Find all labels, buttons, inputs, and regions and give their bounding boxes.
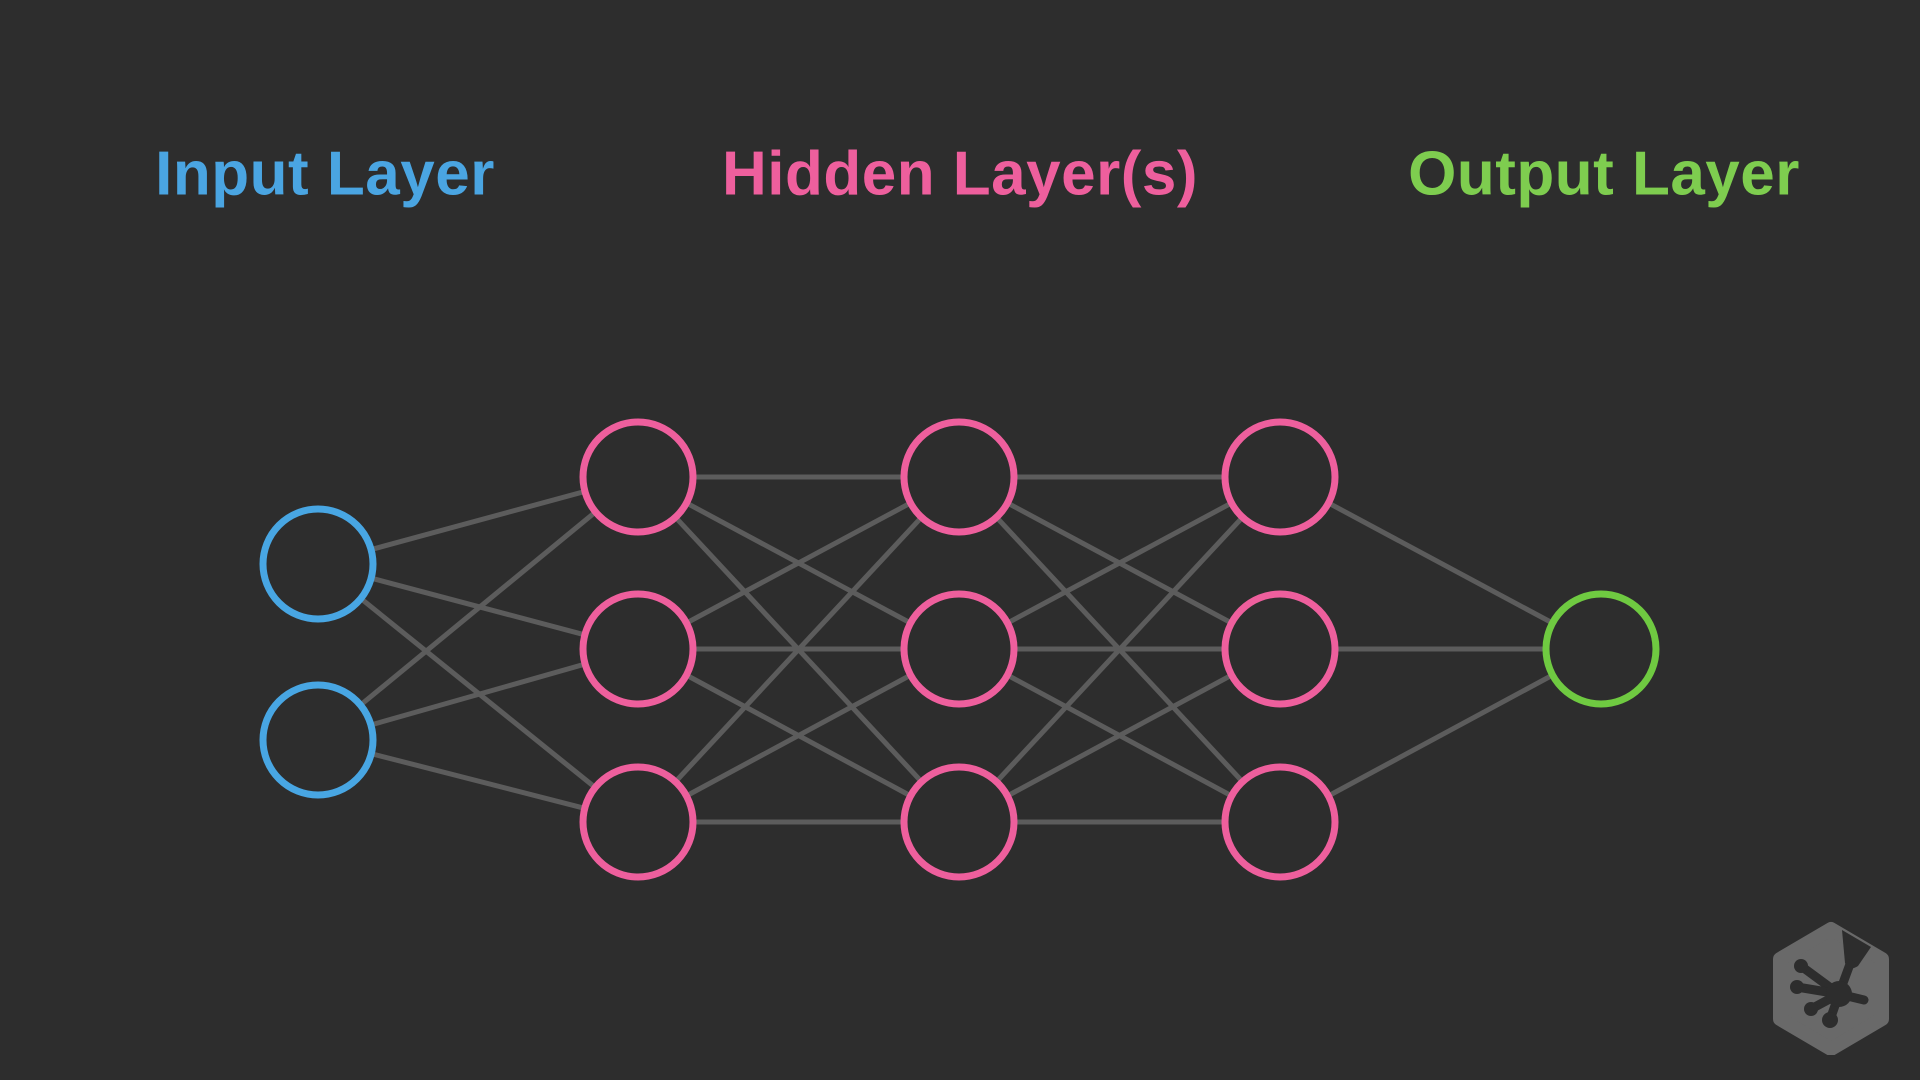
node-input [259, 681, 377, 799]
node-hidden-2 [900, 418, 1018, 536]
node-output [1542, 590, 1660, 708]
node-hidden-3 [1221, 763, 1339, 881]
network-edge [316, 475, 640, 742]
network-edge [957, 474, 1282, 652]
node-hidden-3 [1221, 590, 1339, 708]
node-hidden-2 [900, 590, 1018, 708]
node-hidden-2 [900, 763, 1018, 881]
node-hidden-1 [579, 763, 697, 881]
node-hidden-1 [579, 590, 697, 708]
output-layer-label: Output Layer [1408, 139, 1800, 209]
node-hidden-3 [1221, 418, 1339, 536]
network-edge [957, 646, 1282, 825]
node-input [259, 505, 377, 623]
frog-foot-icon [1790, 930, 1871, 1028]
input-layer-label: Input Layer [155, 139, 495, 209]
hidden-layer-label: Hidden Layer(s) [721, 139, 1199, 209]
network-edge [636, 474, 961, 652]
network-edge [636, 646, 961, 825]
network-edge [957, 475, 1282, 824]
network-edge [1278, 646, 1603, 825]
treehouse-logo [1773, 922, 1889, 1055]
node-hidden-1 [579, 418, 697, 536]
network-edge [1278, 474, 1603, 652]
network-edge [636, 475, 961, 824]
